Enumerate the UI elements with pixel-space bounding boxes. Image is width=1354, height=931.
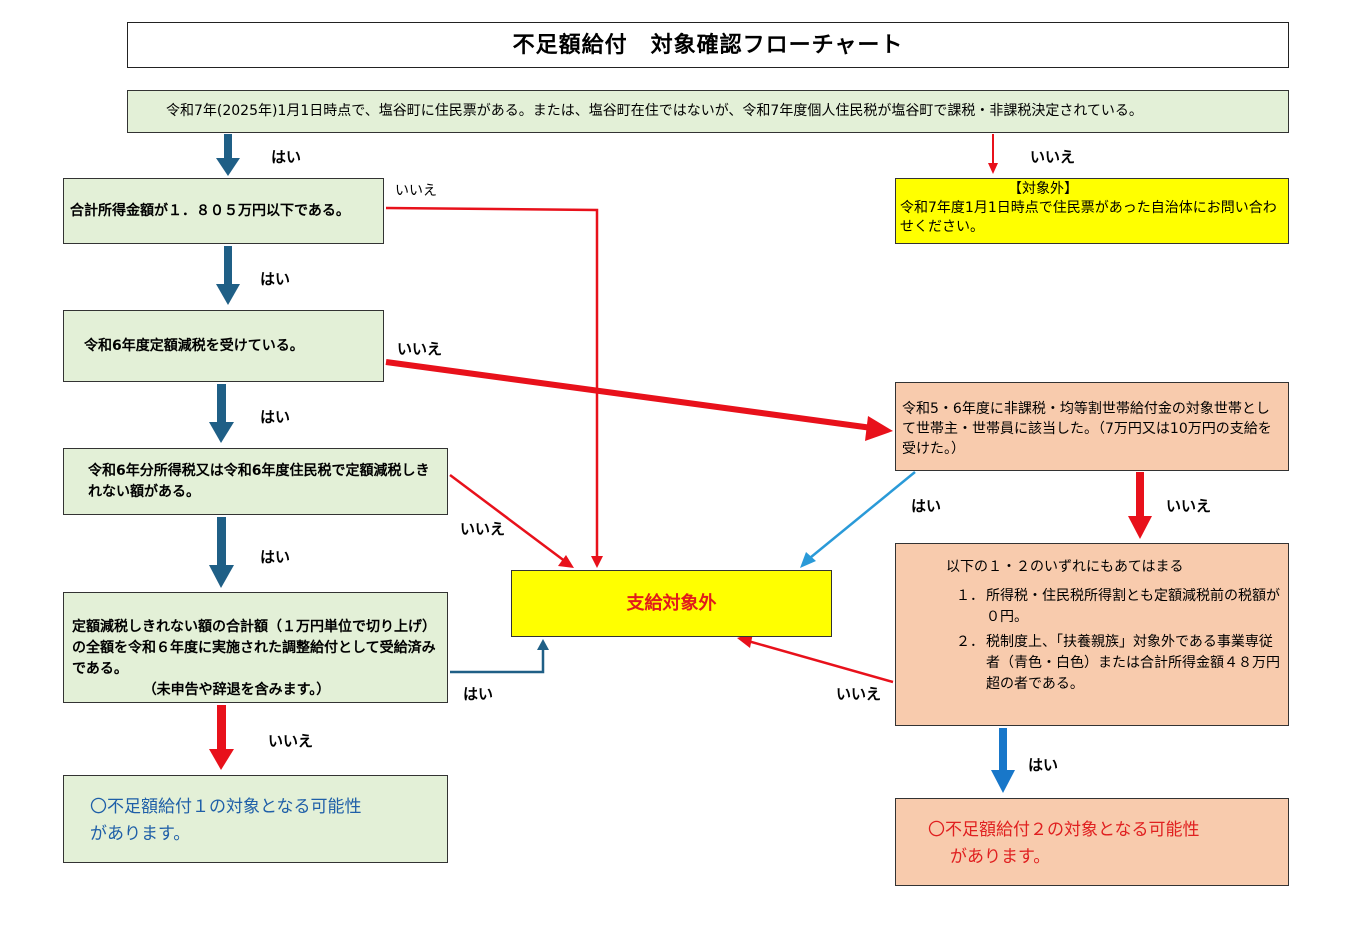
question-remaining-amount-text: 令和6年分所得税又は令和6年度住民税で定額減税しきれない額がある。 — [88, 463, 430, 500]
arrow-q3-to-q4 — [209, 517, 234, 588]
question-both-conditions-heading: 以下の１・２のいずれにもあてはまる — [946, 559, 1184, 575]
label-no-q3: いいえ — [460, 520, 506, 538]
condition-item-1: １． 所得税・住民税所得割とも定額減税前の税額が０円。 — [946, 586, 1280, 628]
question-income: 合計所得金額が１．８０５万円以下である。 — [63, 178, 384, 244]
label-yes-q3: はい — [260, 548, 291, 566]
result-shortfall-2-line2: があります。 — [950, 847, 1051, 867]
not-eligible-heading: 【対象外】 — [1008, 181, 1078, 197]
label-no-q5: いいえ — [1166, 497, 1212, 515]
label-no-q0: いいえ — [1030, 148, 1076, 166]
question-adjustment-received-text: 定額減税しきれない額の合計額（１万円単位で切り上げ）の全額を令和６年度に実施され… — [72, 619, 436, 677]
question-fixed-tax-cut: 令和6年度定額減税を受けている。 — [63, 310, 384, 382]
condition-item-2-text: 税制度上、「扶養親族」対象外である事業専従者（青色・白色）または合計所得金額４８… — [986, 634, 1280, 692]
arrow-q3-to-nopay — [449, 474, 567, 563]
label-no-q6: いいえ — [836, 685, 882, 703]
label-no-q4: いいえ — [268, 732, 314, 750]
arrow-q6-to-nopay — [747, 639, 894, 684]
label-yes-q0: はい — [271, 148, 302, 166]
result-shortfall-1-line1: 〇不足額給付１の対象となる可能性 — [90, 797, 362, 817]
question-adjustment-received: 定額減税しきれない額の合計額（１万円単位で切り上げ）の全額を令和６年度に実施され… — [63, 592, 448, 703]
condition-item-1-num: １． — [956, 588, 984, 604]
not-eligible-text: 令和7年度1月1日時点で住民票があった自治体にお問い合わせください。 — [900, 200, 1277, 235]
question-both-conditions: 以下の１・２のいずれにもあてはまる １． 所得税・住民税所得割とも定額減税前の税… — [895, 543, 1289, 726]
label-no-q2: いいえ — [397, 340, 443, 358]
condition-item-1-text: 所得税・住民税所得割とも定額減税前の税額が０円。 — [986, 588, 1280, 625]
not-eligible-contact-box: 【対象外】 令和7年度1月1日時点で住民票があった自治体にお問い合わせください。 — [895, 178, 1289, 244]
arrow-q5-to-q6 — [1128, 472, 1152, 539]
label-yes-q4: はい — [463, 685, 494, 703]
arrow-q4-to-nopay — [450, 648, 545, 674]
question-residency-text: 令和7年(2025年)1月1日時点で、塩谷町に住民票がある。または、塩谷町在住で… — [166, 103, 1143, 119]
question-household-benefit: 令和5・6年度に非課税・均等割世帯給付金の対象世帯として世帯主・世帯員に該当した… — [895, 382, 1289, 471]
no-payment-box: 支給対象外 — [511, 570, 832, 637]
question-fixed-tax-cut-text: 令和6年度定額減税を受けている。 — [84, 337, 304, 354]
arrow-q2-to-q3 — [209, 384, 234, 443]
result-shortfall-2: 〇不足額給付２の対象となる可能性 があります。 — [895, 798, 1289, 886]
condition-item-2-num: ２． — [956, 634, 984, 650]
result-shortfall-2-line1: 〇不足額給付２の対象となる可能性 — [928, 820, 1200, 840]
question-income-text: 合計所得金額が１．８０５万円以下である。 — [70, 202, 350, 219]
arrow-q4-to-result1 — [209, 705, 234, 770]
label-yes-q2: はい — [260, 408, 291, 426]
arrow-q5-to-nopay — [804, 471, 916, 563]
label-yes-q6: はい — [1028, 756, 1059, 774]
condition-item-2: ２． 税制度上、「扶養親族」対象外である事業専従者（青色・白色）または合計所得金… — [946, 632, 1280, 695]
question-remaining-amount: 令和6年分所得税又は令和6年度住民税で定額減税しきれない額がある。 — [63, 448, 448, 515]
arrow-q0-to-q1 — [216, 134, 240, 176]
arrow-q6-to-result2 — [991, 728, 1015, 793]
result-shortfall-1: 〇不足額給付１の対象となる可能性 があります。 — [63, 775, 448, 863]
label-yes-q1: はい — [260, 270, 291, 288]
question-residency: 令和7年(2025年)1月1日時点で、塩谷町に住民票がある。または、塩谷町在住で… — [127, 90, 1289, 133]
label-yes-q5: はい — [911, 497, 942, 515]
arrow-q0-to-outside — [988, 134, 998, 174]
question-adjustment-note: （未申告や辞退を含みます。） — [142, 682, 331, 698]
question-household-benefit-text: 令和5・6年度に非課税・均等割世帯給付金の対象世帯として世帯主・世帯員に該当した… — [902, 401, 1272, 457]
arrow-q1-to-q2 — [216, 246, 240, 305]
label-no-q1: いいえ — [395, 183, 437, 199]
arrow-q2-to-q5 — [385, 359, 873, 431]
result-shortfall-1-line2: があります。 — [90, 824, 191, 844]
arrow-q1-to-nopay — [385, 206, 599, 560]
flowchart-title: 不足額給付 対象確認フローチャート — [127, 22, 1289, 68]
